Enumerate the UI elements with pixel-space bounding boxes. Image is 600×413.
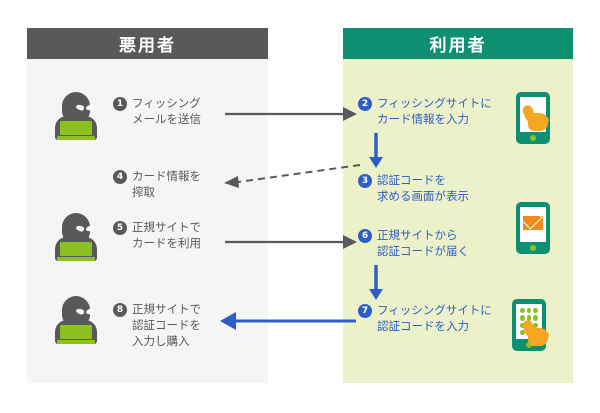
eye-right	[85, 103, 95, 112]
step-1-badge: 1	[113, 97, 127, 111]
arrow-step-2-to-3	[369, 133, 383, 168]
keypad-key	[533, 315, 538, 321]
phone-home-button	[530, 135, 536, 141]
laptop-base	[57, 257, 95, 261]
hacker-avatar-icon	[53, 213, 99, 261]
attacker-panel-title: 悪用者	[27, 28, 268, 59]
laptop-base	[57, 340, 95, 344]
eye-left	[75, 307, 85, 316]
step-4: 4 カード情報を 搾取	[113, 168, 201, 200]
laptop-screen	[60, 325, 92, 339]
smartphone-mail-icon	[516, 202, 550, 254]
keypad-key	[526, 315, 532, 321]
step-7-text: フィッシングサイトに 認証コードを入力	[377, 303, 492, 333]
hacker-avatar-icon	[53, 92, 99, 140]
step-1: 1 フィッシング メールを送信	[113, 95, 201, 127]
step-4-text: カード情報を 搾取	[132, 169, 201, 199]
step-2-text: フィッシングサイトに カード情報を入力	[377, 96, 492, 126]
pointing-hand-icon	[521, 318, 551, 346]
phone-home-button	[530, 245, 536, 251]
step-6: 6 正規サイトから 認証コードが届く	[358, 227, 469, 259]
laptop-screen	[60, 242, 92, 256]
step-8-badge: 8	[113, 303, 127, 317]
step-5-badge: 5	[113, 221, 127, 235]
step-1-text: フィッシング メールを送信	[132, 96, 201, 126]
arrow-step-7-to-8	[220, 312, 356, 330]
step-2-badge: 2	[358, 97, 372, 111]
keypad-key	[533, 308, 538, 314]
eye-left	[75, 103, 85, 112]
step-8: 8 正規サイトで 認証コードを 入力し購入	[113, 301, 201, 349]
step-2: 2 フィッシングサイトに カード情報を入力	[358, 95, 492, 127]
phone-home-button	[526, 342, 532, 348]
arrow-step-5-to-6	[225, 235, 357, 249]
eye-left	[75, 224, 85, 233]
step-8-text: 正規サイトで 認証コードを 入力し購入	[132, 302, 201, 348]
laptop-base	[57, 136, 95, 140]
keypad-key	[526, 308, 532, 314]
step-3: 3 認証コードを 求める画面が表示	[358, 172, 469, 204]
pointing-hand-icon	[521, 103, 551, 131]
step-3-text: 認証コードを 求める画面が表示	[377, 173, 469, 203]
step-6-badge: 6	[358, 229, 372, 243]
step-7-badge: 7	[358, 304, 372, 318]
keypad-key	[520, 315, 525, 321]
hacker-avatar-icon	[53, 296, 99, 344]
step-5-text: 正規サイトで カードを利用	[132, 220, 201, 250]
step-5: 5 正規サイトで カードを利用	[113, 219, 201, 251]
envelope-icon	[523, 216, 543, 230]
keypad-key	[520, 329, 525, 335]
keypad-key	[520, 308, 525, 314]
arrow-step-6-to-7	[369, 265, 383, 300]
step-6-text: 正規サイトから 認証コードが届く	[377, 228, 469, 258]
step-7: 7 フィッシングサイトに 認証コードを入力	[358, 302, 492, 334]
step-4-badge: 4	[113, 170, 127, 184]
laptop-screen	[60, 121, 92, 135]
arrow-step-1-to-2	[225, 107, 357, 121]
eye-right	[85, 224, 95, 233]
step-3-badge: 3	[358, 174, 372, 188]
victim-panel-title: 利用者	[343, 28, 573, 59]
phone-screen	[520, 207, 546, 242]
arrow-step-4-dashed	[224, 164, 361, 188]
keypad-key	[533, 322, 538, 328]
eye-right	[85, 307, 95, 316]
